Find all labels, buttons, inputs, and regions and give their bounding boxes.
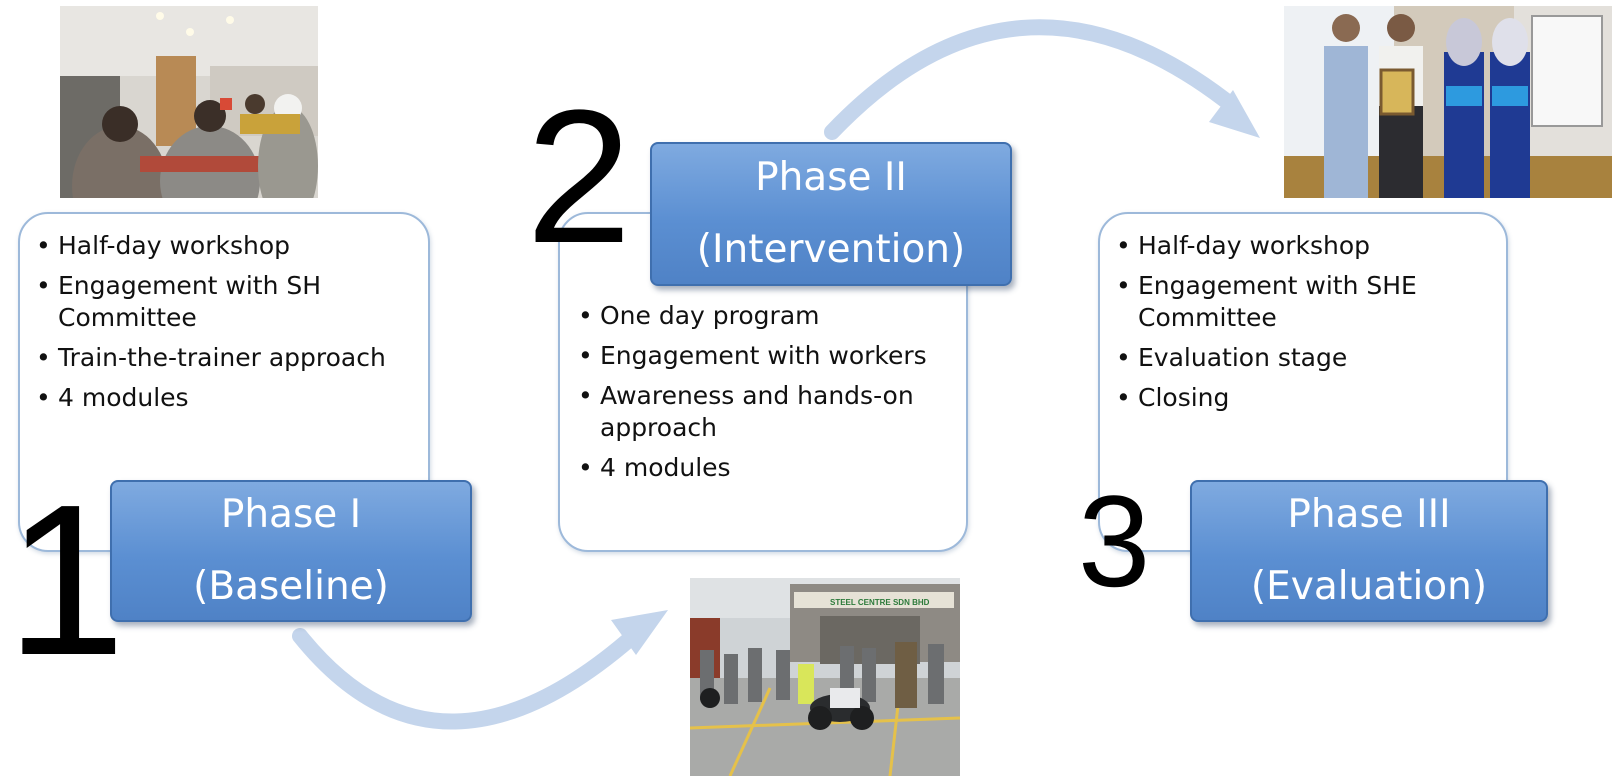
site-visit-photo-image: STEEL CENTRE SDN BHD (690, 578, 960, 776)
site-visit-photo: STEEL CENTRE SDN BHD (690, 578, 960, 776)
list-item: 4 modules (576, 452, 954, 484)
list-item: Engagement with workers (576, 340, 954, 372)
list-item: Closing (1114, 382, 1494, 414)
closing-ceremony-photo (1284, 6, 1612, 198)
phase1-title: Phase I (220, 492, 362, 537)
phase1-details-box: Half-day workshop Engagement with SH Com… (18, 212, 430, 552)
arrow-phase2-to-phase3-head (1209, 90, 1260, 138)
building-sign-text: STEEL CENTRE SDN BHD (830, 598, 930, 607)
phase2-subtitle: (Intervention) (696, 227, 966, 272)
phase3-title: Phase III (1287, 492, 1451, 537)
phase3-title-box: Phase III (Evaluation) (1190, 480, 1548, 622)
list-item: One day program (576, 300, 954, 332)
arrow-phase1-to-phase2-head (611, 610, 668, 655)
phase3-subtitle: (Evaluation) (1250, 564, 1488, 609)
phase1-number: 1 (6, 459, 126, 700)
phase2-title: Phase II (755, 155, 907, 200)
list-item: Engagement with SH Committee (34, 270, 416, 334)
arrow-phase2-to-phase3 (824, 19, 1233, 140)
list-item: Engagement with SHE Committee (1114, 270, 1494, 334)
list-item: 4 modules (34, 382, 416, 414)
phase1-title-box: Phase I (Baseline) (110, 480, 472, 622)
phase1-subtitle: (Baseline) (193, 564, 389, 609)
list-item: Train-the-trainer approach (34, 342, 416, 374)
list-item: Evaluation stage (1114, 342, 1494, 374)
arrow-phase1-to-phase2 (292, 622, 648, 730)
closing-ceremony-photo-image (1284, 6, 1612, 198)
phase2-number: 2 (526, 71, 632, 283)
list-item: Half-day workshop (34, 230, 416, 262)
phase3-number: 3 (1078, 468, 1151, 614)
phase2-title-box: Phase II (Intervention) (650, 142, 1012, 286)
workshop-photo (60, 6, 318, 198)
workshop-photo-image (60, 6, 318, 198)
phase2-bullet-list: One day program Engagement with workers … (576, 300, 954, 484)
phase1-bullet-list: Half-day workshop Engagement with SH Com… (34, 230, 416, 414)
phase3-bullet-list: Half-day workshop Engagement with SHE Co… (1114, 230, 1494, 414)
list-item: Half-day workshop (1114, 230, 1494, 262)
list-item: Awareness and hands-on approach (576, 380, 954, 444)
